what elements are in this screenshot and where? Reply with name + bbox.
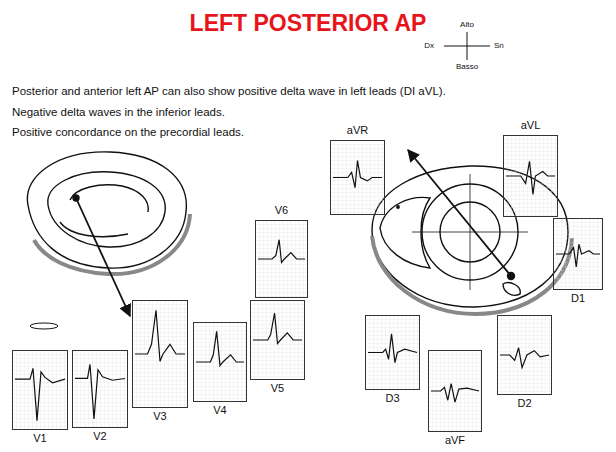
ecg-trace (500, 348, 549, 368)
lead-label: V6 (275, 204, 288, 216)
ecg-frame (73, 351, 128, 428)
lead-label: V1 (33, 432, 46, 444)
ecg-trace-frame (193, 322, 247, 402)
ecg-trace-frame (255, 220, 308, 298)
ecg-trace (556, 244, 600, 267)
ecg-frame (429, 351, 482, 432)
ecg-lead-box: D1 (553, 218, 603, 306)
ecg-frame (554, 219, 603, 290)
lead-label: D3 (385, 392, 399, 404)
ecg-trace (368, 334, 417, 363)
axis-compass (444, 32, 490, 60)
lead-label: D2 (517, 397, 531, 409)
direction-label: Dx (424, 41, 434, 50)
ecg-trace-frame (365, 315, 420, 390)
direction-label: Sn (494, 41, 504, 50)
ecg-trace (258, 240, 305, 263)
ecg-lead-box: aVF (428, 350, 482, 448)
ecg-trace-frame (503, 135, 558, 217)
ecg-lead-box: V4 (193, 322, 247, 418)
ecg-trace (253, 313, 302, 344)
ecg-lead-box: V2 (72, 350, 128, 444)
ecg-lead-box: D3 (365, 315, 420, 406)
ecg-frame (498, 316, 552, 395)
ecg-trace (431, 384, 479, 402)
ecg-trace (75, 364, 125, 418)
ecg-lead-box: D2 (497, 315, 552, 411)
ecg-trace-frame (12, 350, 68, 430)
note-text: Negative delta waves in the inferior lea… (12, 106, 225, 118)
ecg-frame (13, 351, 68, 430)
ecg-trace (135, 310, 185, 361)
ecg-lead-box: V5 (250, 300, 305, 396)
lead-label: V5 (271, 382, 284, 394)
lead-label: D1 (571, 292, 585, 304)
lead-label: aVR (347, 124, 368, 136)
ecg-lead-box: aVL (503, 119, 558, 217)
ecg-frame (251, 301, 305, 380)
ecg-trace-frame (330, 140, 385, 215)
lead-label: aVL (521, 119, 541, 131)
lead-label: V2 (93, 430, 106, 442)
ecg-frame (256, 221, 308, 298)
ecg-lead-box: V3 (132, 300, 188, 424)
ecg-lead-box: V1 (12, 350, 68, 446)
ecg-trace-frame (72, 350, 128, 428)
ecg-frame (194, 323, 247, 402)
ecg-trace-frame (553, 218, 603, 290)
ecg-trace (196, 331, 244, 365)
slide-title: LEFT POSTERIOR AP (190, 10, 427, 37)
ecg-frame (133, 301, 188, 408)
note-text: Posterior and anterior left AP can also … (12, 85, 446, 97)
ecg-lead-box: V6 (255, 204, 308, 298)
ecg-trace-frame (250, 300, 305, 380)
ecg-trace-frame (497, 315, 552, 395)
ecg-trace (333, 161, 382, 188)
ecg-trace-frame (428, 350, 482, 432)
ecg-frame (504, 136, 558, 217)
lead-label: V4 (213, 404, 226, 416)
direction-label: Alto (460, 20, 474, 29)
ecg-trace (506, 161, 555, 194)
note-text: Positive concordance on the precordial l… (12, 126, 244, 138)
direction-label: Basso (456, 62, 478, 71)
ecg-trace-frame (132, 300, 188, 408)
ecg-frame (331, 141, 385, 215)
ecg-lead-box: aVR (330, 124, 385, 215)
ecg-trace (15, 368, 65, 420)
lead-label: V3 (153, 410, 166, 422)
lead-label: aVF (445, 434, 465, 446)
ecg-frame (366, 316, 420, 390)
